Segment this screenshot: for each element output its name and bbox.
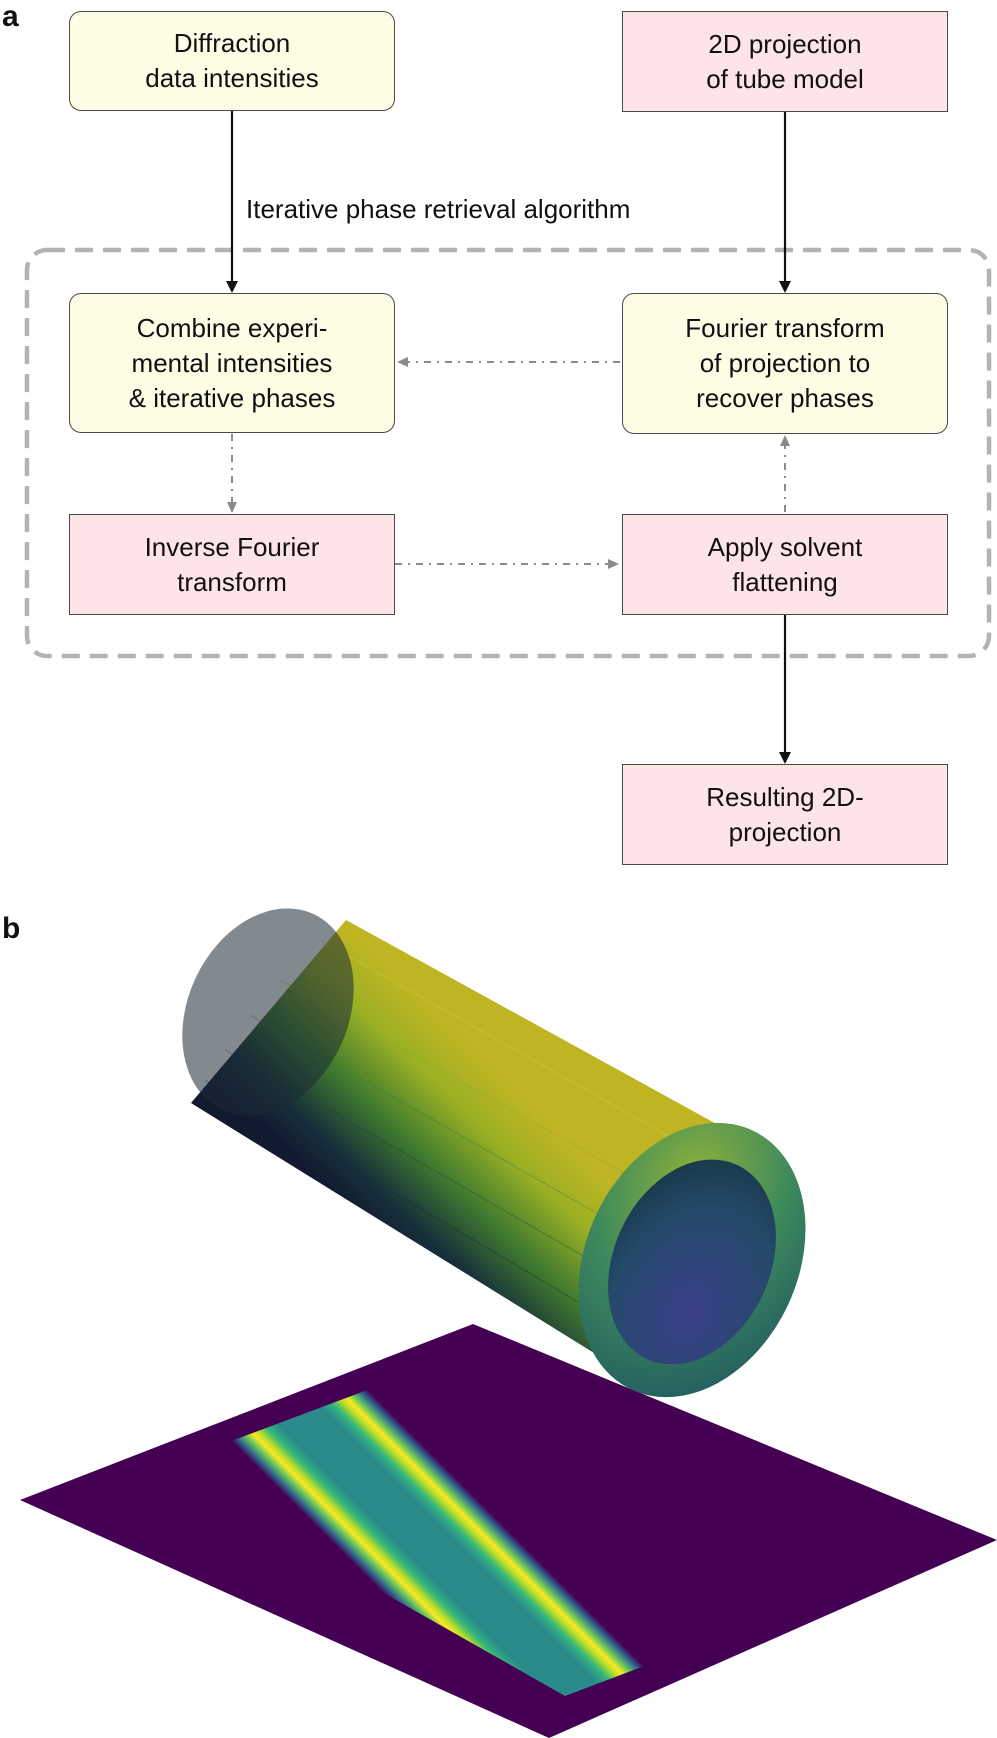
loop-caption: Iterative phase retrieval algorithm <box>246 194 631 224</box>
panel-b-label: b <box>2 912 21 945</box>
tube-inner-bore <box>608 1159 776 1365</box>
projection-stripe <box>162 1371 826 1696</box>
projection-plane <box>20 1324 997 1738</box>
panel-a-label: a <box>2 0 19 33</box>
tube-front-ring <box>578 1122 806 1398</box>
box-diffraction-data: Diffraction data intensities <box>69 11 395 111</box>
box-fourier-transform: Fourier transform of projection to recov… <box>622 293 948 434</box>
tube-back-cap <box>182 908 354 1116</box>
box-resulting-projection: Resulting 2D- projection <box>622 764 948 865</box>
algorithm-loop-frame <box>24 247 992 659</box>
box-tube-model-projection: 2D projection of tube model <box>622 11 948 112</box>
tube-surface-streaks <box>204 939 721 1346</box>
box-inverse-fourier: Inverse Fourier transform <box>69 514 395 615</box>
flowchart-connectors <box>24 110 992 764</box>
box-solvent-flattening: Apply solvent flattening <box>622 514 948 615</box>
tube-body <box>191 920 742 1384</box>
box-combine-intensities-phases: Combine experi- mental intensities & ite… <box>69 293 395 433</box>
